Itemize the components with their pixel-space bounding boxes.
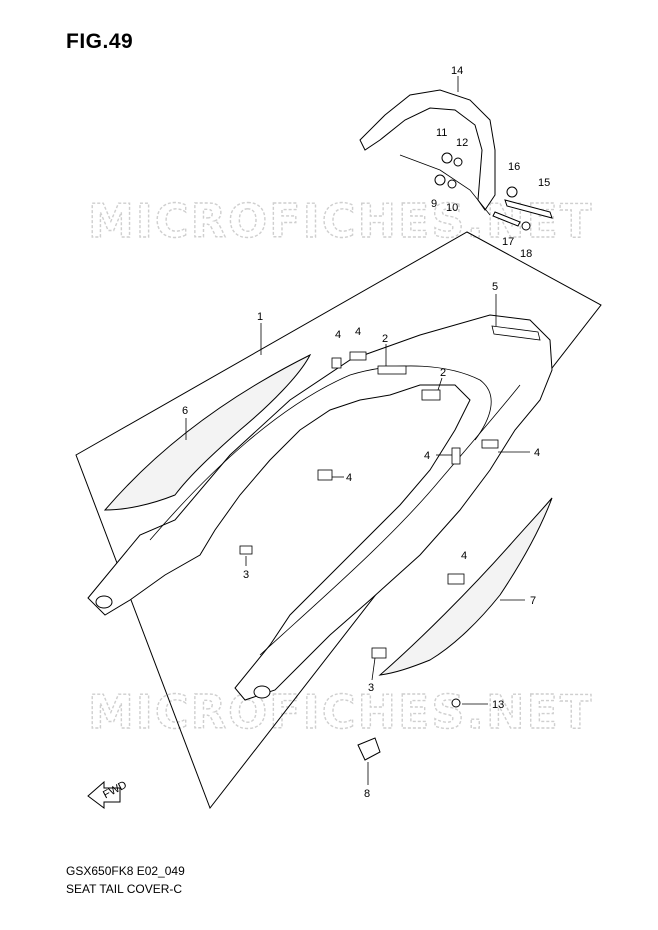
mount-hole-right <box>253 685 271 699</box>
label-4-c <box>451 447 461 465</box>
part-13-clip <box>451 698 461 708</box>
callout-3-b: 3 <box>368 682 374 694</box>
callout-2-b: 2 <box>440 367 446 379</box>
watermark-bottom: MICROFICHES.NET <box>88 685 593 739</box>
callout-7: 7 <box>530 595 536 607</box>
callout-4-d: 4 <box>534 447 540 459</box>
part-14-grab-rail <box>359 89 496 211</box>
callout-9: 9 <box>431 198 437 210</box>
label-2-b <box>421 389 441 401</box>
callout-4-f: 4 <box>461 550 467 562</box>
part-5-emblem <box>491 325 541 341</box>
part-11-collar <box>441 152 453 164</box>
part-9-cushion <box>434 174 446 186</box>
callout-17: 17 <box>502 236 514 248</box>
callout-4-c: 4 <box>424 450 430 462</box>
mount-hole-left <box>95 595 113 609</box>
callout-2-a: 2 <box>382 333 388 345</box>
part-8-cushion <box>357 737 381 761</box>
part-15-bolt <box>504 199 553 219</box>
callout-1: 1 <box>257 311 263 323</box>
callout-14: 14 <box>451 65 463 77</box>
label-4-f <box>447 573 465 585</box>
fwd-arrow-icon: FWD <box>87 779 129 809</box>
part-6-side-panel-left <box>103 353 312 511</box>
label-4-d <box>481 439 499 449</box>
callout-3-a: 3 <box>243 569 249 581</box>
callout-18: 18 <box>520 248 532 260</box>
callout-4-a: 4 <box>335 329 341 341</box>
callout-8: 8 <box>364 788 370 800</box>
tail-cover-inner-rim <box>149 365 492 541</box>
part-12-nut <box>453 157 463 167</box>
callout-11: 11 <box>436 127 447 139</box>
part-7-side-panel-right <box>378 497 553 676</box>
label-4-e <box>317 469 333 481</box>
tail-cover-lower-edge <box>259 384 521 656</box>
callout-5: 5 <box>492 281 498 293</box>
label-3-a <box>239 545 253 555</box>
callout-10: 10 <box>446 202 458 214</box>
callout-12: 12 <box>456 137 468 149</box>
leader-2-b <box>437 377 443 391</box>
callout-13: 13 <box>492 699 504 711</box>
label-2-a <box>377 365 407 375</box>
section-name: SEAT TAIL COVER-C <box>66 882 183 896</box>
callout-16: 16 <box>508 161 520 173</box>
label-4-a <box>331 357 342 369</box>
grab-rail-stay <box>399 154 491 216</box>
leader-3-b <box>371 657 376 681</box>
part-17-bolt <box>492 211 521 227</box>
assembly-frame <box>75 231 602 810</box>
part-18-nut <box>521 221 531 231</box>
callout-4-b: 4 <box>355 326 361 338</box>
callout-15: 15 <box>538 177 550 189</box>
callout-6: 6 <box>182 405 188 417</box>
callout-4-e: 4 <box>346 472 352 484</box>
label-3-b <box>371 647 387 659</box>
figure-title: FIG.49 <box>66 30 134 53</box>
part-1-tail-cover <box>87 314 553 701</box>
label-4-b <box>349 351 367 361</box>
part-10-nut <box>447 179 457 189</box>
model-code: GSX650FK8 E02_049 <box>66 864 185 878</box>
part-16-washer <box>506 186 518 198</box>
